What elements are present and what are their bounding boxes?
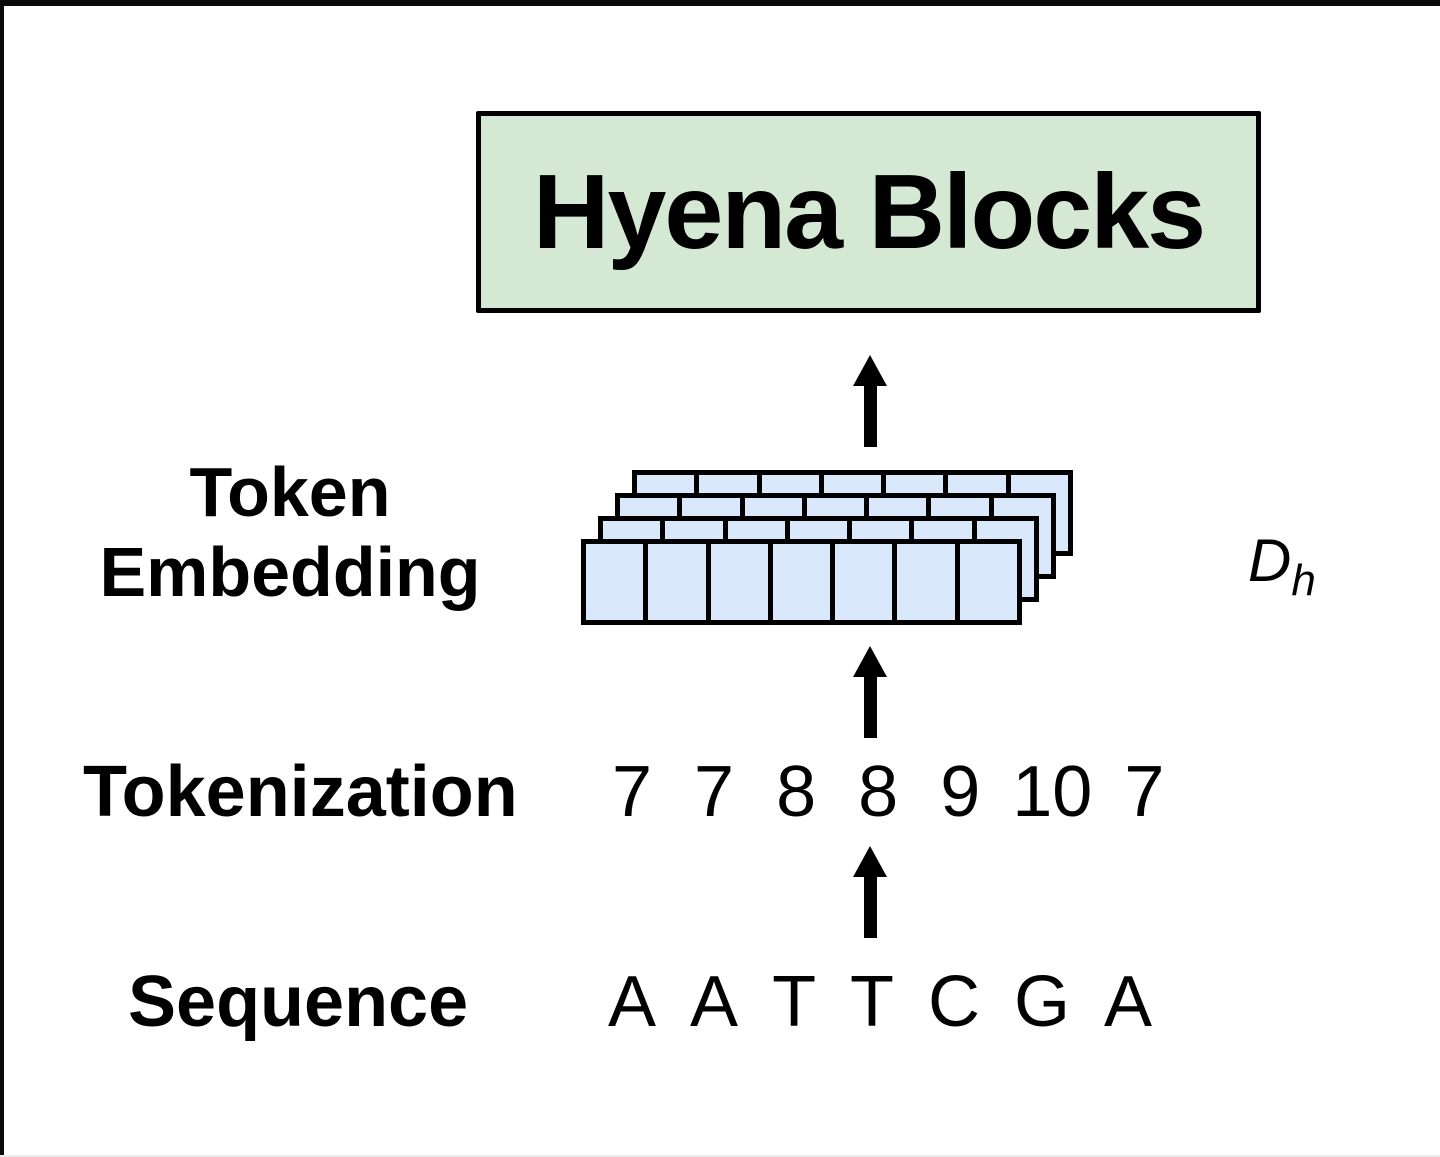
embedding-dimension-label: Dh bbox=[1248, 526, 1316, 605]
arrow-stem bbox=[863, 386, 877, 447]
up-arrow-icon bbox=[853, 646, 887, 738]
tokenization-label: Tokenization bbox=[83, 752, 518, 832]
image-frame-bottom bbox=[0, 1155, 1440, 1157]
hyena-blocks-label: Hyena Blocks bbox=[532, 152, 1206, 271]
up-arrow-icon bbox=[853, 846, 887, 938]
token-embedding-stack bbox=[581, 470, 1073, 625]
image-frame-top bbox=[0, 0, 1440, 6]
token-id: 8 bbox=[858, 752, 899, 832]
dim-label-base: D bbox=[1248, 527, 1292, 594]
image-frame-left bbox=[0, 0, 4, 1157]
token-id: 7 bbox=[612, 752, 653, 832]
dim-label-subscript: h bbox=[1291, 556, 1316, 605]
sequence-letter: T bbox=[772, 962, 817, 1042]
arrow-stem bbox=[863, 677, 877, 738]
sequence-letter: G bbox=[1014, 962, 1071, 1042]
token-embedding-label-line1: Token bbox=[189, 453, 391, 531]
sequence-label: Sequence bbox=[128, 962, 469, 1042]
token-id: 7 bbox=[1124, 752, 1165, 832]
hyena-blocks-box: Hyena Blocks bbox=[476, 111, 1261, 313]
arrow-head bbox=[853, 646, 887, 677]
embedding-layer bbox=[581, 539, 1022, 625]
token-embedding-label-line2: Embedding bbox=[99, 533, 481, 611]
token-id: 8 bbox=[776, 752, 817, 832]
token-embedding-label: Token Embedding bbox=[60, 452, 520, 612]
embedding-cell bbox=[586, 544, 644, 620]
sequence-letter: A bbox=[1104, 962, 1153, 1042]
sequence-letter: T bbox=[850, 962, 895, 1042]
token-id: 10 bbox=[1012, 752, 1093, 832]
up-arrow-icon bbox=[853, 355, 887, 447]
embedding-cell bbox=[959, 544, 1017, 620]
embedding-cell bbox=[835, 544, 893, 620]
sequence-letter: A bbox=[608, 962, 657, 1042]
token-id: 7 bbox=[694, 752, 735, 832]
embedding-cell bbox=[772, 544, 831, 620]
token-id-row: 7 7 8 8 9 10 7 bbox=[612, 756, 1164, 828]
sequence-letter: C bbox=[928, 962, 981, 1042]
arrow-stem bbox=[863, 877, 877, 938]
arrow-head bbox=[853, 355, 887, 386]
embedding-cell bbox=[897, 544, 955, 620]
embedding-cell bbox=[710, 544, 768, 620]
token-id: 9 bbox=[940, 752, 981, 832]
arrow-head bbox=[853, 846, 887, 877]
sequence-letter-row: A A T T C G A bbox=[608, 966, 1152, 1038]
sequence-letter: A bbox=[690, 962, 739, 1042]
embedding-cell bbox=[648, 544, 706, 620]
